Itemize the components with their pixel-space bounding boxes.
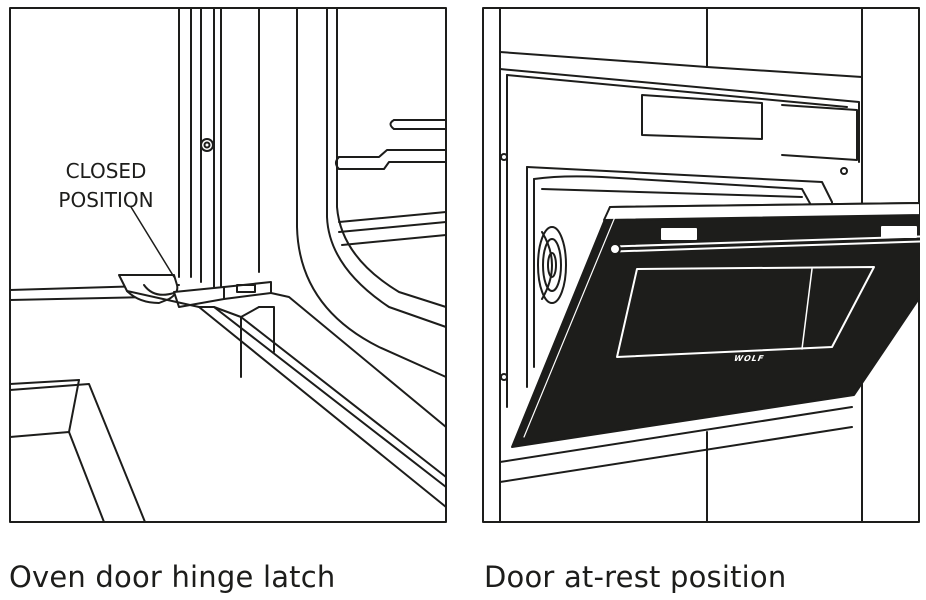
hinge-latch-illustration: CLOSED POSITION	[9, 7, 447, 523]
hinge-latch-drawing	[9, 7, 447, 523]
callout-line-1: CLOSED	[65, 159, 147, 183]
door-rest-drawing	[482, 7, 920, 523]
callout-line-2: POSITION	[58, 188, 154, 212]
caption-hinge-latch: Oven door hinge latch	[9, 560, 336, 594]
closed-position-callout: CLOSED POSITION	[31, 157, 181, 215]
caption-door-rest: Door at-rest position	[484, 560, 787, 594]
door-rest-illustration: WOLF	[482, 7, 920, 523]
